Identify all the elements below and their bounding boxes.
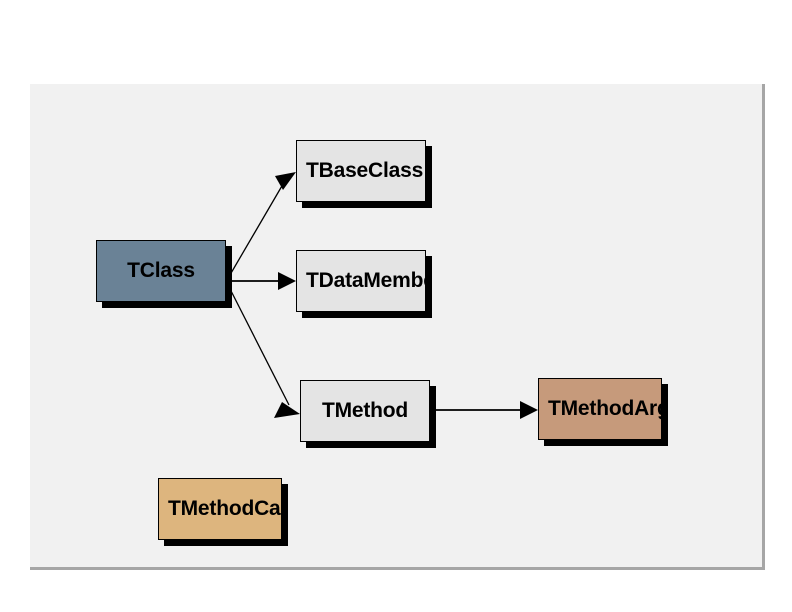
node-label: TMethodCall [168,497,282,520]
node-tmethodarg[interactable]: TMethodArg [538,378,662,440]
node-label: TClass [127,259,195,282]
edge-tclass-to-tbaseclass [226,172,296,281]
diagram-canvas: TClass TBaseClass TDataMember TMethod TM… [30,84,765,570]
node-label: TMethod [321,399,409,422]
node-tclass[interactable]: TClass [96,240,226,302]
node-tmethodcall[interactable]: TMethodCall [158,478,282,540]
edge-tclass-to-tdatamember [227,272,296,290]
node-label: TMethodArg [548,397,662,420]
edge-tclass-to-tmethod [226,282,300,418]
connector-layer [226,172,538,419]
node-label: TDataMember [306,269,425,292]
node-tmethod[interactable]: TMethod [300,380,430,442]
node-tbaseclass[interactable]: TBaseClass [296,140,426,202]
edge-tmethod-to-tmethodarg [431,401,538,419]
node-label: TBaseClass [306,159,424,182]
node-tdatamember[interactable]: TDataMember [296,250,426,312]
